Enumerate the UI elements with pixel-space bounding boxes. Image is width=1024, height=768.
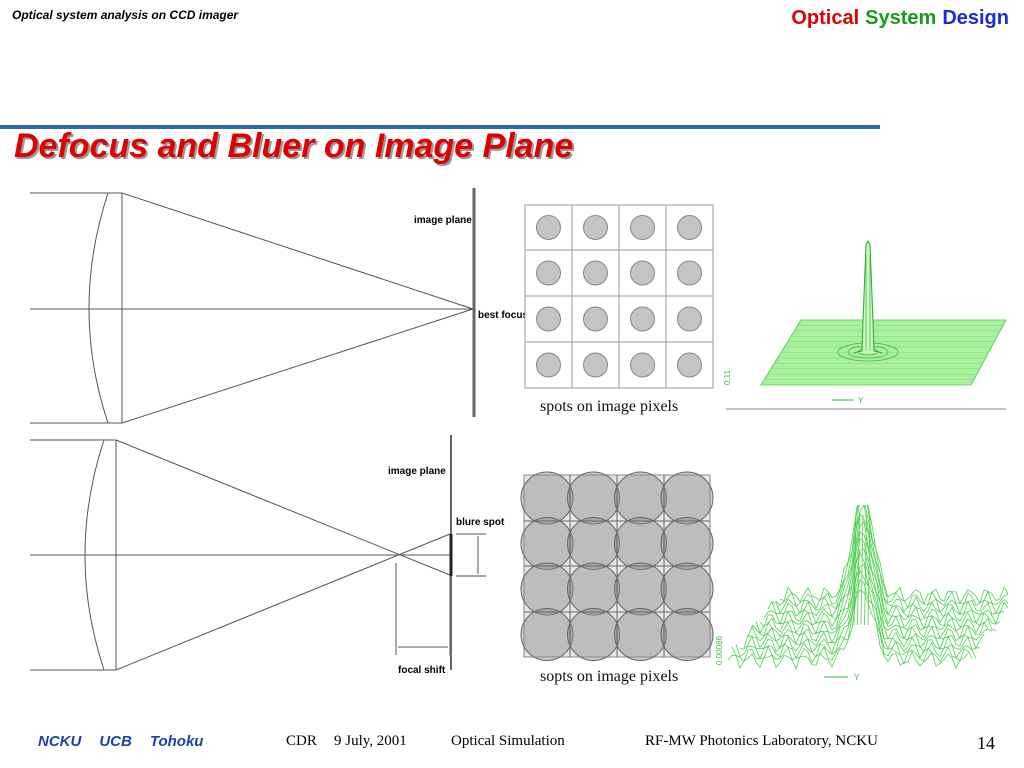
image-plane-label: image plane — [414, 215, 472, 226]
defocused-spot-1-1 — [567, 517, 620, 570]
focused-spot-2-3 — [677, 306, 702, 332]
slide-title: Defocus and Bluer on Image Plane — [14, 127, 574, 165]
footer-conference: CDR — [286, 733, 317, 749]
defocused-spot-2-0 — [520, 562, 574, 616]
best-focus-label: best focus — [478, 310, 528, 321]
focused-spot-0-0 — [536, 215, 561, 240]
defocused-grid-svg — [520, 471, 714, 661]
defocused-spot-2-2 — [614, 562, 667, 616]
focused-spot-0-3 — [677, 215, 702, 240]
image-plane-label: image plane — [388, 466, 446, 477]
focused-spot-0-2 — [630, 215, 655, 240]
footer-topic: Optical Simulation — [451, 733, 565, 749]
defocused-axis-label: Y — [854, 673, 860, 682]
ray-upper — [121, 192, 474, 310]
defocused-spot-0-3 — [660, 471, 714, 525]
focused-pixel-grid — [524, 204, 716, 390]
focused-ray-svg: image plane best focus — [30, 188, 528, 424]
focused-spot-1-2 — [630, 260, 655, 286]
defocused-spot-1-2 — [614, 517, 667, 570]
page-number: 14 — [977, 733, 995, 753]
footer-institution-tohoku: Tohoku — [149, 733, 204, 750]
defocused-spot-1-3 — [660, 517, 714, 570]
focused-grid-svg — [524, 204, 714, 389]
defocused-ray-diagram: image plane blure spot focal shift — [30, 435, 520, 685]
header-left-text: Optical system analysis on CCD imager — [12, 8, 239, 22]
footer-institution-ucb: UCB — [99, 733, 132, 750]
footer-institution-ncku: NCKU — [38, 733, 82, 750]
lens-front-surface — [84, 439, 105, 671]
focused-spot-1-0 — [536, 260, 561, 286]
focused-spot-1-3 — [677, 260, 702, 286]
focused-spot-2-2 — [630, 306, 655, 332]
defocused-spot-2-3 — [660, 562, 714, 616]
defocused-spot-0-1 — [567, 471, 620, 525]
defocused-spot-3-2 — [614, 608, 667, 661]
focused-spot-3-0 — [536, 352, 561, 378]
focused-surface-svg: Y 0.11 — [723, 239, 1007, 410]
footer-institutions: NCKU UCB Tohoku — [38, 733, 221, 750]
focused-psf-surface: Y 0.11 — [716, 235, 1011, 415]
defocused-spot-0-0 — [520, 471, 574, 525]
focused-spot-3-2 — [630, 352, 655, 378]
defocused-psf-surface: Y 0.00086 — [708, 505, 1008, 690]
defocused-spot-3-1 — [567, 608, 620, 661]
brand-word-optical: Optical — [791, 7, 860, 29]
brand-word-system: System — [865, 7, 937, 29]
blur-spot-label: blure spot — [456, 517, 505, 528]
defocused-spot-3-3 — [660, 608, 714, 661]
focused-spot-2-0 — [536, 306, 561, 332]
focused-spot-3-1 — [583, 352, 608, 378]
focused-spot-3-3 — [677, 352, 702, 378]
focused-z-label: 0.11 — [723, 369, 732, 385]
focused-spot-0-1 — [583, 215, 608, 240]
title-rule — [0, 125, 880, 129]
focused-axis-label: Y — [858, 396, 864, 405]
ray-upper — [115, 439, 451, 576]
defocused-surface-svg: Y 0.00086 — [715, 505, 1008, 682]
defocused-ray-svg: image plane blure spot focal shift — [30, 435, 505, 676]
footer-date: 9 July, 2001 — [334, 733, 407, 749]
footer-lab: RF-MW Photonics Laboratory, NCKU — [645, 733, 878, 749]
focused-grid-caption: spots on image pixels — [540, 398, 726, 416]
focal-shift-label: focal shift — [398, 665, 446, 676]
lens-front-surface — [88, 192, 109, 424]
defocused-spot-0-2 — [614, 471, 667, 525]
ray-lower — [115, 533, 451, 671]
defocused-pixel-grid — [520, 469, 720, 661]
ray-lower — [121, 308, 474, 424]
defocused-spot-3-0 — [520, 608, 574, 661]
defocused-spot-1-0 — [520, 517, 574, 570]
focused-ray-diagram: image plane best focus — [30, 185, 530, 425]
defocused-grid-caption: sopts on image pixels — [540, 668, 732, 686]
focused-spot-1-1 — [583, 260, 608, 286]
focused-spot-2-1 — [583, 306, 608, 332]
defocused-spot-2-1 — [567, 562, 620, 616]
brand-word-design: Design — [942, 7, 1009, 29]
defocused-z-label: 0.00086 — [715, 636, 724, 665]
